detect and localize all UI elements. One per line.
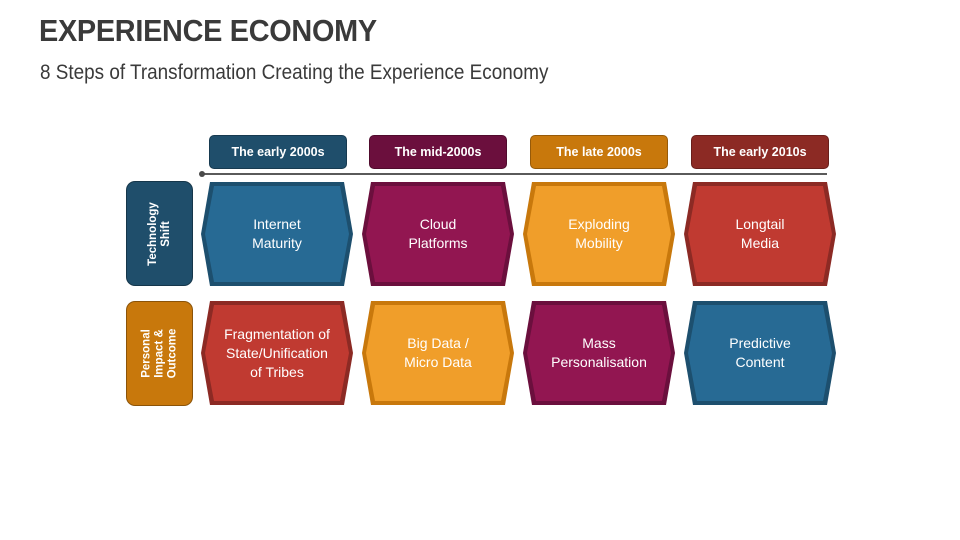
step-label: Predictive Content <box>729 335 791 370</box>
step-big-data: Big Data / Micro Data <box>362 301 514 405</box>
step-internet-maturity: Internet Maturity <box>201 182 353 286</box>
period-early-2010s: The early 2010s <box>691 135 829 169</box>
step-label: Longtail Media <box>735 216 785 251</box>
period-mid-2000s: The mid-2000s <box>369 135 507 169</box>
hexagon-shape <box>684 301 836 405</box>
step-label: Cloud Platforms <box>408 216 468 251</box>
row-label-text: Personal Impact & Outcome <box>140 328 178 379</box>
hexagon-shape <box>201 182 353 286</box>
step-label: Big Data / Micro Data <box>404 335 472 370</box>
step-label: Exploding Mobility <box>568 216 630 251</box>
hexagon-shape <box>523 301 675 405</box>
step-cloud-platforms: Cloud Platforms <box>362 182 514 286</box>
step-label: Internet Maturity <box>252 216 302 251</box>
step-label: Fragmentation of State/Unification of Tr… <box>224 325 330 380</box>
hexagon-shape <box>523 182 675 286</box>
hexagon-shape <box>684 182 836 286</box>
timeline-line <box>202 173 827 175</box>
period-early-2000s: The early 2000s <box>209 135 347 169</box>
step-fragmentation-of-state: Fragmentation of State/Unification of Tr… <box>201 301 353 405</box>
step-exploding-mobility: Exploding Mobility <box>523 182 675 286</box>
period-late-2000s: The late 2000s <box>530 135 668 169</box>
step-mass-personalisation: Mass Personalisation <box>523 301 675 405</box>
page-title: EXPERIENCE ECONOMY <box>39 13 377 48</box>
step-label: Mass Personalisation <box>551 335 647 370</box>
timeline-start-dot <box>199 171 205 177</box>
hexagon-shape <box>362 301 514 405</box>
page-subtitle: 8 Steps of Transformation Creating the E… <box>40 61 549 84</box>
step-predictive-content: Predictive Content <box>684 301 836 405</box>
row-label-personal-impact: Personal Impact & Outcome <box>126 301 193 406</box>
hexagon-shape <box>201 301 353 405</box>
row-label-text: Technology Shift <box>146 201 172 266</box>
step-longtail-media: Longtail Media <box>684 182 836 286</box>
row-label-technology-shift: Technology Shift <box>126 181 193 286</box>
hexagon-shape <box>362 182 514 286</box>
